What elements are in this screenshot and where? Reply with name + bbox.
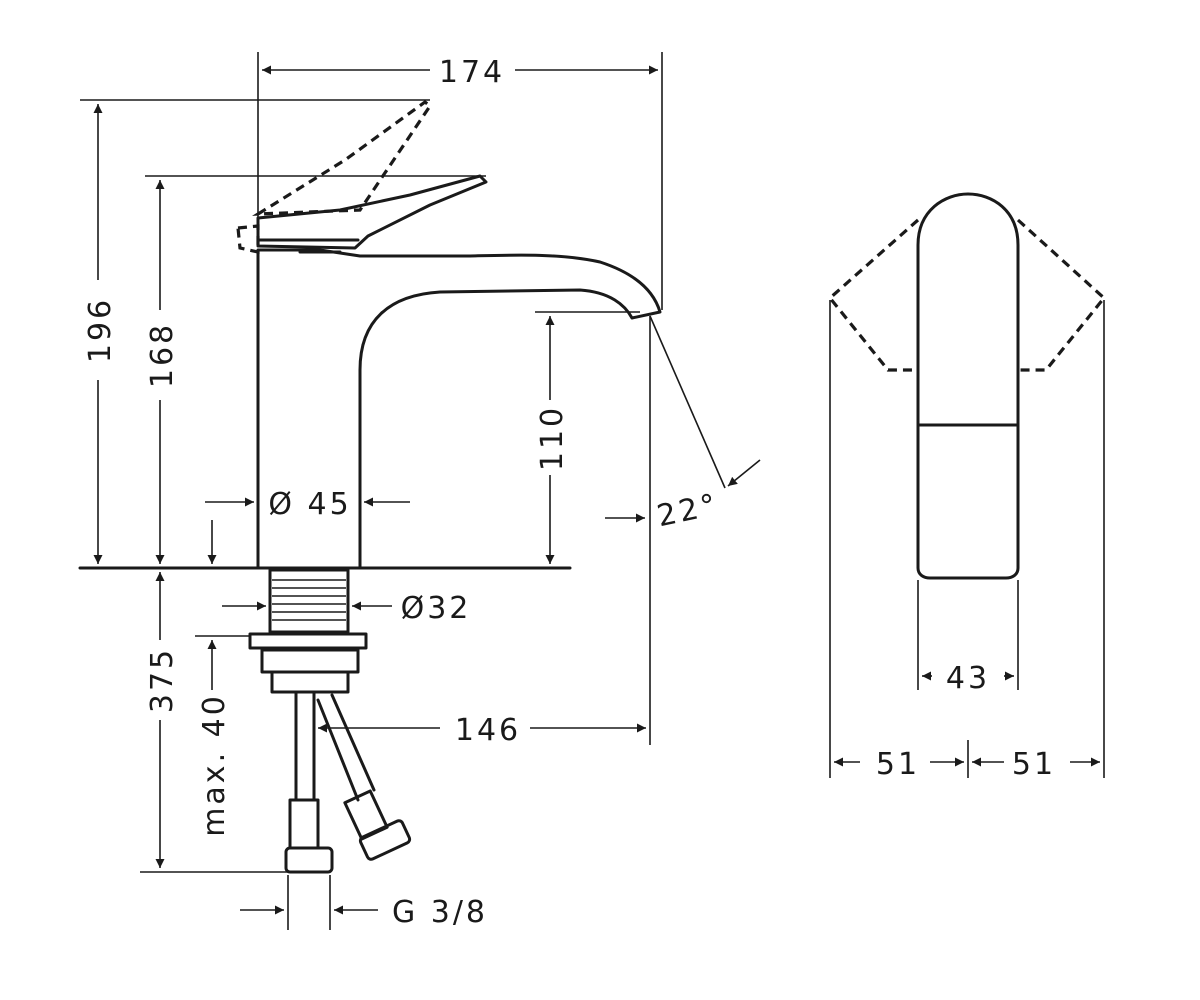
fixing-nut [260,648,360,674]
dim-thread-label: G 3/8 [392,895,488,930]
dim-diameter-45-label: Ø 45 [268,487,351,522]
faucet-body [256,248,662,570]
faucet-side-view [78,99,662,570]
fixing-ring [270,670,350,694]
thread-lines [272,579,346,621]
threaded-shank [268,568,350,634]
faucet-front-view [827,192,1107,778]
dim-max-40-label: max. 40 [197,693,232,837]
dim-174-label: 174 [439,55,505,90]
dim-right-51-label: 51 [1012,747,1056,782]
dim-diameter-32-label: Ø32 [401,591,472,626]
handle-dashed-right [1016,218,1107,372]
dim-168-label: 168 [145,322,180,388]
dim-375-label: 375 [145,647,180,713]
front-body [916,192,1020,580]
dimension-lines [80,52,761,930]
under-counter-assembly [248,568,412,874]
handle-lever [256,174,488,250]
hose-connector-right [343,789,389,841]
dim-angle-22-label: 22° [654,487,722,534]
dim-110-label: 110 [535,405,570,471]
handle-tilted-outline [236,224,260,254]
dim-146-label: 146 [455,713,521,748]
handle-dashed-left [827,218,920,372]
hose-nut-right [358,819,412,861]
dim-196-label: 196 [83,297,118,363]
hose-connector-left [288,798,320,850]
dim-43-label: 43 [946,661,990,696]
hose-angled [316,693,376,802]
dimension-labels: 174 196 168 110 Ø 45 22° Ø32 375 max. 40… [83,55,1056,930]
fixing-plate [248,632,368,650]
hose-nut-left [284,846,334,874]
dim-left-51-label: 51 [876,747,920,782]
hose-straight [294,690,316,802]
